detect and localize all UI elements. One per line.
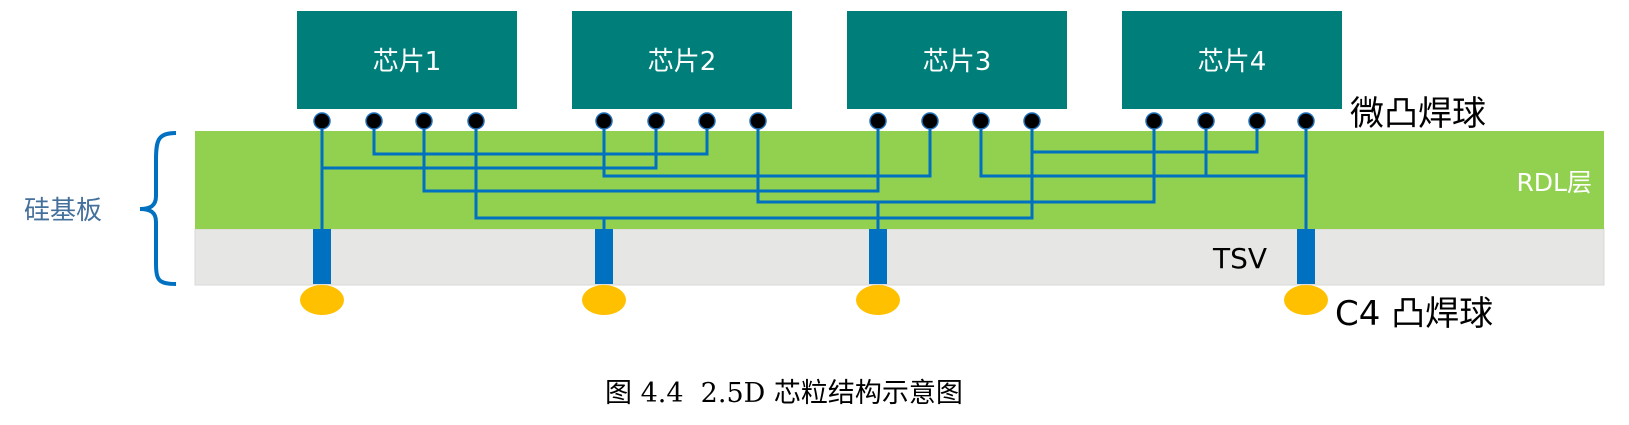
chip-2: 芯片2 xyxy=(572,11,792,109)
trace-net-4 xyxy=(474,121,1259,229)
tsvs xyxy=(313,229,1315,284)
trace-net-2 xyxy=(372,121,709,156)
tsv xyxy=(869,229,887,284)
trace-net-1 xyxy=(320,121,658,229)
silicon-substrate xyxy=(194,228,1605,286)
trace-net-5 xyxy=(602,121,932,178)
rdl-layer xyxy=(195,131,1604,229)
chip-1: 芯片1 xyxy=(297,11,517,109)
trace-net-7 xyxy=(979,121,1308,229)
c4-bump xyxy=(300,285,344,315)
micro-bump xyxy=(313,112,331,130)
chip-1-label: 芯片1 xyxy=(373,47,442,77)
tsv xyxy=(313,229,331,284)
tsv-label: TSV xyxy=(1212,242,1267,275)
micro-bump xyxy=(647,112,665,130)
rdl-layer-label: RDL层 xyxy=(1516,168,1592,197)
c4-bump xyxy=(856,285,900,315)
silicon-substrate-label: 硅基板 xyxy=(24,196,102,226)
micro-bump xyxy=(415,112,433,130)
micro-bump xyxy=(869,112,887,130)
micro-bump xyxy=(1145,112,1163,130)
micro-bump xyxy=(1197,112,1215,130)
micro-bump xyxy=(365,112,383,130)
micro-bump xyxy=(1248,112,1266,130)
micro-bump-label: 微凸焊球 xyxy=(1350,94,1486,134)
micro-bump xyxy=(972,112,990,130)
micro-bump xyxy=(1023,112,1041,130)
figure-caption: 图 4.4 2.5D 芯粒结构示意图 xyxy=(605,378,963,409)
chip-3: 芯片3 xyxy=(847,11,1067,109)
brace-icon xyxy=(139,131,177,286)
micro-bump xyxy=(1297,112,1315,130)
c4-bump xyxy=(1284,285,1328,315)
micro-bump xyxy=(595,112,613,130)
tsv xyxy=(595,229,613,284)
micro-bump xyxy=(698,112,716,130)
micro-bump xyxy=(921,112,939,130)
chip-2-label: 芯片2 xyxy=(648,47,717,77)
tsv xyxy=(1297,229,1315,284)
chip-3-label: 芯片3 xyxy=(923,47,992,77)
c4-bump-label: C4 凸焊球 xyxy=(1335,294,1493,334)
micro-bumps xyxy=(313,112,1315,130)
trace-net-6 xyxy=(756,121,1156,229)
trace-net-3 xyxy=(422,121,880,193)
c4-bumps xyxy=(300,285,1328,315)
chip-4-label: 芯片4 xyxy=(1198,47,1267,77)
micro-bump xyxy=(749,112,767,130)
chip-4: 芯片4 xyxy=(1122,11,1342,109)
c4-bump xyxy=(582,285,626,315)
rdl-traces xyxy=(320,121,1308,229)
micro-bump xyxy=(467,112,485,130)
